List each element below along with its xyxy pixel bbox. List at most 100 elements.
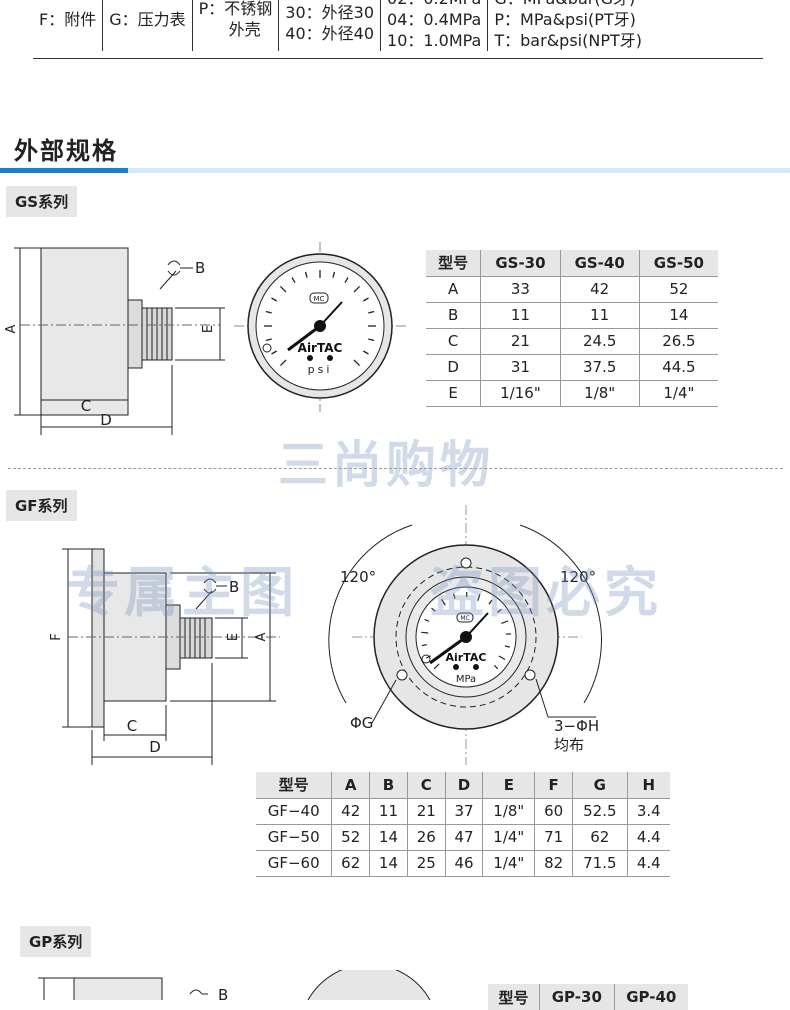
- table-header-cell: 型号: [426, 250, 481, 276]
- gs-label-b: B: [195, 259, 205, 277]
- gf-angle-left: 120°: [340, 568, 376, 586]
- gs-label-c: C: [81, 397, 91, 415]
- gf-gauge-unit: MPa: [456, 674, 476, 685]
- table-cell: GF−60: [256, 850, 332, 876]
- table-cell: 71.5: [573, 850, 628, 876]
- table-cell: 52: [332, 824, 370, 850]
- gs-label-e: E: [201, 325, 216, 333]
- mount-hole: [525, 670, 535, 680]
- gf-angle-right: 120°: [560, 568, 596, 586]
- watermark-shop: 三尚购物: [278, 425, 494, 497]
- gf-series-tag: GF系列: [6, 490, 77, 521]
- table-cell: D: [426, 354, 481, 380]
- code-cell-housing: P：不锈钢外壳: [192, 0, 279, 51]
- table-cell: 1/8": [483, 798, 535, 824]
- gp-series-tag: GP系列: [20, 926, 91, 957]
- table-header-cell: GS-50: [639, 250, 718, 276]
- table-cell: 24.5: [560, 328, 639, 354]
- code-cell-gauge: G：压力表: [103, 0, 192, 51]
- gf-side-drawing: F B E A C D: [30, 545, 290, 770]
- table-cell: 4.4: [627, 824, 670, 850]
- table-cell: C: [426, 328, 481, 354]
- table-cell: 71: [535, 824, 573, 850]
- gf-label-b: B: [229, 578, 239, 596]
- table-cell: 42: [332, 798, 370, 824]
- gf-label-d: D: [149, 738, 161, 756]
- gf-label-h: 3−ΦH: [554, 717, 599, 735]
- gs-side-drawing: A B C D E: [0, 235, 230, 450]
- table-cell: 62: [332, 850, 370, 876]
- gf-label-c: C: [127, 717, 137, 735]
- gs-front-gauge: MC AirTAC psi: [232, 242, 408, 417]
- table-cell: E: [426, 380, 481, 406]
- gf-gauge-brand: AirTAC: [446, 651, 487, 664]
- title-underline: [128, 168, 790, 173]
- code-cell-unit: G：MPa&bar(G牙)P：MPa&psi(PT牙)T：bar&psi(NPT…: [488, 0, 648, 51]
- table-cell: 21: [481, 328, 560, 354]
- gf-label-a: A: [254, 632, 269, 641]
- table-cell: 14: [639, 302, 718, 328]
- table-header-cell: B: [370, 772, 408, 798]
- table-cell: 21: [407, 798, 445, 824]
- table-cell: A: [426, 276, 481, 302]
- code-table-bottom-rule: [33, 58, 763, 59]
- table-cell: 14: [370, 850, 408, 876]
- table-cell: 47: [445, 824, 483, 850]
- gs-label-a: A: [4, 324, 19, 333]
- gp-side-drawing: B: [30, 970, 450, 1000]
- table-cell: 44.5: [639, 354, 718, 380]
- code-cell-accessory: F：附件: [33, 0, 103, 51]
- mount-hole: [397, 670, 407, 680]
- table-header-cell: GS-30: [481, 250, 560, 276]
- title-underline-accent: [0, 168, 128, 173]
- table-header-cell: GP-40: [614, 984, 688, 1010]
- table-cell: 11: [370, 798, 408, 824]
- gf-label-h-note: 均布: [554, 736, 584, 754]
- section-title: 外部规格: [14, 131, 118, 166]
- table-cell: GF−50: [256, 824, 332, 850]
- table-header-cell: F: [535, 772, 573, 798]
- table-cell: 46: [445, 850, 483, 876]
- table-cell: 37: [445, 798, 483, 824]
- table-cell: B: [426, 302, 481, 328]
- table-header-cell: C: [407, 772, 445, 798]
- gs-gauge-unit: psi: [308, 363, 333, 376]
- table-header-cell: GS-40: [560, 250, 639, 276]
- table-cell: 1/4": [483, 850, 535, 876]
- table-cell: 1/8": [560, 380, 639, 406]
- table-header-cell: D: [445, 772, 483, 798]
- table-header-row: 型号 GS-30 GS-40 GS-50: [426, 250, 718, 276]
- table-cell: 4.4: [627, 850, 670, 876]
- table-cell: 31: [481, 354, 560, 380]
- table-cell: 1/16": [481, 380, 560, 406]
- table-header-cell: A: [332, 772, 370, 798]
- table-header-cell: 型号: [488, 984, 540, 1010]
- table-cell: 52.5: [573, 798, 628, 824]
- table-header-cell: G: [573, 772, 628, 798]
- gs-gauge-brand: AirTAC: [298, 341, 343, 355]
- table-cell: GF−40: [256, 798, 332, 824]
- table-header-row: 型号 GP-30 GP-40: [488, 984, 688, 1010]
- table-cell: 52: [639, 276, 718, 302]
- table-cell: 42: [560, 276, 639, 302]
- table-cell: 25: [407, 850, 445, 876]
- gp-spec-table: 型号 GP-30 GP-40: [488, 984, 688, 1010]
- table-cell: 62: [573, 824, 628, 850]
- gs-label-d: D: [100, 411, 112, 429]
- table-header-cell: GP-30: [540, 984, 614, 1010]
- gf-gauge-logo: MC: [460, 615, 469, 622]
- table-cell: 37.5: [560, 354, 639, 380]
- table-header-cell: 型号: [256, 772, 332, 798]
